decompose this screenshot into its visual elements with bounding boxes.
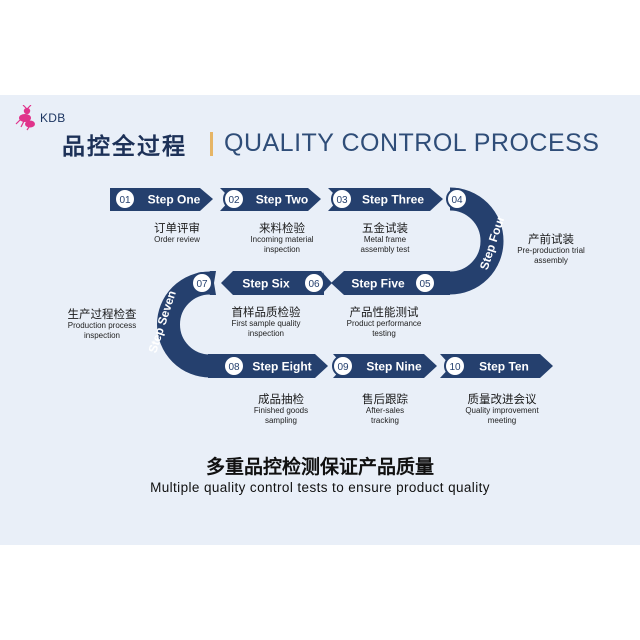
step-caption-01: 订单评审 Order review (122, 221, 232, 245)
step-band-10 (440, 354, 553, 378)
brand-logo: KDB (15, 103, 66, 133)
caption-cn-04: 产前试装 (528, 232, 574, 246)
flow-row-1 (110, 188, 443, 211)
step-circle-03 (331, 188, 353, 210)
caption-en-08: Finished goods sampling (253, 406, 309, 425)
caption-cn-02: 来料检验 (259, 221, 305, 235)
step-band-01 (110, 188, 213, 211)
step-band-02 (220, 188, 321, 211)
step-band-03 (328, 188, 443, 211)
step-number-circles: 01 02 03 04 05 06 07 08 09 10 (114, 188, 468, 377)
step-num-04: 04 (451, 195, 463, 206)
step-num-06: 06 (308, 279, 320, 290)
step-band-09 (333, 354, 437, 378)
step-circle-04 (446, 188, 468, 210)
step-label-05: Step Five (351, 277, 405, 291)
slogan-cn: 多重品控检测保证产品质量 (205, 456, 434, 478)
caption-cn-09: 售后跟踪 (362, 392, 408, 406)
slogan-en: Multiple quality control tests to ensure… (150, 480, 490, 495)
logo-text: KDB (40, 111, 66, 125)
step-label-01: Step One (148, 193, 201, 207)
step-caption-04: 产前试装 Pre-production trial assembly (512, 232, 590, 266)
step-num-02: 02 (228, 195, 240, 206)
step-label-08: Step Eight (252, 360, 311, 374)
step-circle-06 (303, 272, 325, 294)
step-caption-10: 质量改进会议 Quality improvement meeting (454, 392, 550, 426)
step-caption-08: 成品抽检 Finished goods sampling (244, 392, 318, 426)
step-num-03: 03 (336, 195, 348, 206)
caption-en-03: Metal frame assembly test (360, 235, 410, 254)
step-caption-05: 产品性能测试 Product performance testing (335, 305, 433, 339)
caption-en-10: Quality improvement meeting (465, 406, 539, 425)
step-num-09: 09 (337, 362, 349, 373)
page-title-en: QUALITY CONTROL PROCESS (224, 129, 600, 157)
caption-en-06: First sample quality inspection (231, 319, 301, 338)
step-label-02: Step Two (256, 193, 308, 207)
caption-cn-10: 质量改进会议 (467, 392, 537, 406)
step-circle-07 (191, 272, 213, 294)
caption-cn-05: 产品性能测试 (349, 305, 419, 319)
step-circle-01 (114, 188, 136, 210)
step-label-06: Step Six (242, 277, 290, 291)
step-caption-02: 来料检验 Incoming material inspection (242, 221, 322, 255)
step-circle-08 (223, 355, 245, 377)
step-label-09: Step Nine (366, 360, 422, 374)
caption-cn-08: 成品抽检 (258, 392, 304, 406)
step-label-03: Step Three (362, 193, 424, 207)
ant-mascot-icon (15, 105, 35, 131)
caption-cn-07: 生产过程检查 (67, 307, 137, 321)
step-num-05: 05 (419, 279, 431, 290)
caption-en-09: After-sales tracking (365, 406, 405, 425)
caption-en-01: Order review (154, 235, 200, 244)
caption-en-02: Incoming material inspection (250, 235, 314, 254)
title-divider (210, 132, 213, 156)
caption-cn-03: 五金试装 (362, 221, 408, 235)
step-num-07: 07 (196, 279, 208, 290)
step-band-06 (221, 271, 332, 295)
caption-en-04: Pre-production trial assembly (517, 246, 585, 265)
step-caption-06: 首样品质检验 First sample quality inspection (226, 305, 306, 339)
step-circle-05 (414, 272, 436, 294)
content-panel (0, 95, 640, 545)
step-circle-10 (444, 355, 466, 377)
step-circle-02 (223, 188, 245, 210)
step-num-08: 08 (228, 362, 240, 373)
step-band-04 (449, 187, 504, 295)
caption-en-07: Production process inspection (67, 321, 137, 340)
step-caption-09: 售后跟踪 After-sales tracking (352, 392, 418, 426)
step-num-10: 10 (449, 362, 461, 373)
caption-cn-01: 订单评审 (154, 221, 200, 235)
step-caption-03: 五金试装 Metal frame assembly test (352, 221, 418, 255)
step-num-01: 01 (119, 195, 131, 206)
caption-en-05: Product performance testing (346, 319, 422, 338)
step-circle-09 (332, 355, 354, 377)
caption-cn-06: 首样品质检验 (231, 305, 301, 319)
step-caption-07: 生产过程检查 Production process inspection (54, 307, 150, 341)
step-label-10: Step Ten (479, 360, 529, 374)
page-title-cn: 品控全过程 (62, 134, 187, 160)
